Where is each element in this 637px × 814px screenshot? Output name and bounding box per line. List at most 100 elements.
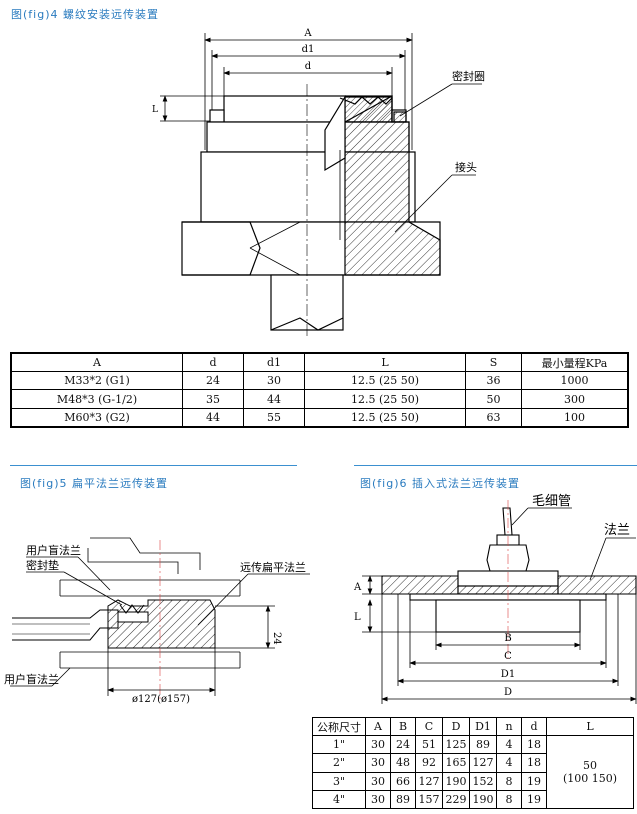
fig4-label-seal-ring: 密封圈 [452,69,485,83]
table-row: M48*3 (G-1/2) 35 44 12.5 (25 50) 50 300 [10,389,629,409]
fig5-caption: 图(fig)5 扁平法兰远传装置 [20,477,168,490]
table-cell: 24 [182,371,244,391]
table-cell: 127 [469,753,497,773]
table-header-cell: B [390,716,416,737]
fig4-section [324,94,441,276]
fig6-dim-D: D [504,687,512,698]
fig6-body [381,507,637,633]
table-cell: 100 [521,407,629,428]
table-cell: 35 [182,389,244,409]
table-cell: 89 [469,735,497,755]
table-cell: 51 [415,735,443,755]
table-header-cell: L [304,352,466,373]
table-cell: 8 [496,771,522,791]
table-row: 2" 30 48 92 165 127 4 18 [312,753,634,773]
fig6-dimensions [362,575,637,704]
fig5-flange-top [59,537,241,597]
table-cell: 1000 [521,371,629,391]
fig5-leaders [10,556,310,687]
table-header-row: 公称尺寸 A B C D D1 n d L [312,716,634,737]
table-cell: 300 [521,389,629,409]
spec-table-thread: A d d1 L S 最小量程KPa M33*2 (G1) 24 30 12.5… [10,352,629,428]
table-cell: 44 [243,389,305,409]
table-cell: 19 [521,789,547,810]
table-cell: 152 [469,771,497,791]
table-cell: 3" [312,771,366,791]
fig6-dim-B: B [504,633,511,644]
table-header-cell: S [465,352,522,373]
table-cell: 18 [521,753,547,773]
fig6-dim-L: L [354,612,361,623]
fig5-dimensions [107,605,275,696]
table-header-cell: D1 [469,716,497,737]
table-header-cell: n [496,716,522,737]
table-header-cell: C [415,716,443,737]
fig4-label-joint: 接头 [455,161,477,174]
table-cell: M48*3 (G-1/2) [10,389,183,409]
fig4-dim-d: d [305,61,312,72]
table-cell: 125 [442,735,470,755]
table-cell: 190 [442,771,470,791]
table-cell: 63 [465,407,522,428]
table-cell: 48 [390,753,416,773]
table-cell: 19 [521,771,547,791]
fig5-label-gasket: 密封垫 [26,558,59,572]
table-header-row: A d d1 L S 最小量程KPa [10,352,629,373]
table-cell: 50 [465,389,522,409]
fig5-dim-diameter: ø127(ø157) [132,694,190,705]
table-header-cell: A [365,716,391,737]
table-cell-L: 50 (100 150) [546,735,634,809]
table-header-cell: D [442,716,470,737]
fig6-rule [354,465,637,466]
fig6-label-capillary: 毛细管 [532,494,571,509]
table-header-cell: d1 [243,352,305,373]
table-cell: 30 [365,771,391,791]
table-cell: 92 [415,753,443,773]
table-cell: 30 [365,753,391,773]
table-cell: 4" [312,789,366,810]
table-cell: 30 [243,371,305,391]
table-cell: 2" [312,753,366,773]
table-header-cell: 公称尺寸 [312,716,366,737]
table-cell: 12.5 (25 50) [304,407,466,428]
table-header-cell: d [521,716,547,737]
table-header-cell: A [10,352,183,373]
fig5-flange-bottom [59,651,241,669]
table-cell: 89 [390,789,416,810]
L-value-line1: 50 [583,759,597,773]
table-cell: 127 [415,771,443,791]
table-cell: 157 [415,789,443,810]
fig4-dim-L: L [152,105,158,115]
fig5-flange-body [12,599,216,649]
table-row: 1" 30 24 51 125 89 4 18 50 (100 150) [312,735,634,809]
spec-table-flange: 公称尺寸 A B C D D1 n d L 1" 30 24 51 125 89… [312,716,634,810]
table-cell: 4 [496,735,522,755]
table-cell: 30 [365,789,391,810]
fig4-leaders [394,83,482,233]
fig6-dim-C: C [504,651,512,662]
fig4-dim-d1: d1 [302,44,315,55]
table-cell: M33*2 (G1) [10,371,183,391]
fig4-dimensions [160,33,413,150]
table-header-cell: L [546,716,634,737]
fig4-caption: 图(fig)4 螺纹安装远传装置 [11,8,159,21]
table-cell: 165 [442,753,470,773]
table-cell: 66 [390,771,416,791]
fig4-dim-A: A [303,28,312,39]
table-row: M33*2 (G1) 24 30 12.5 (25 50) 36 1000 [10,371,629,391]
table-cell: 36 [465,371,522,391]
fig6-dim-A: A [353,582,362,593]
fig5-dim-24: 24 [271,632,282,645]
table-header-cell: 最小量程KPa [521,352,629,373]
table-cell: 229 [442,789,470,810]
table-cell: 190 [469,789,497,810]
table-header-cell: d [182,352,244,373]
fig5-label-remote-flat-flange: 远传扁平法兰 [240,560,306,574]
fig6-caption: 图(fig)6 插入式法兰远传装置 [360,477,520,490]
table-cell: 55 [243,407,305,428]
table-cell: M60*3 (G2) [10,407,183,428]
table-cell: 1" [312,735,366,755]
table-cell: 30 [365,735,391,755]
fig6-dim-D1: D1 [501,669,515,680]
